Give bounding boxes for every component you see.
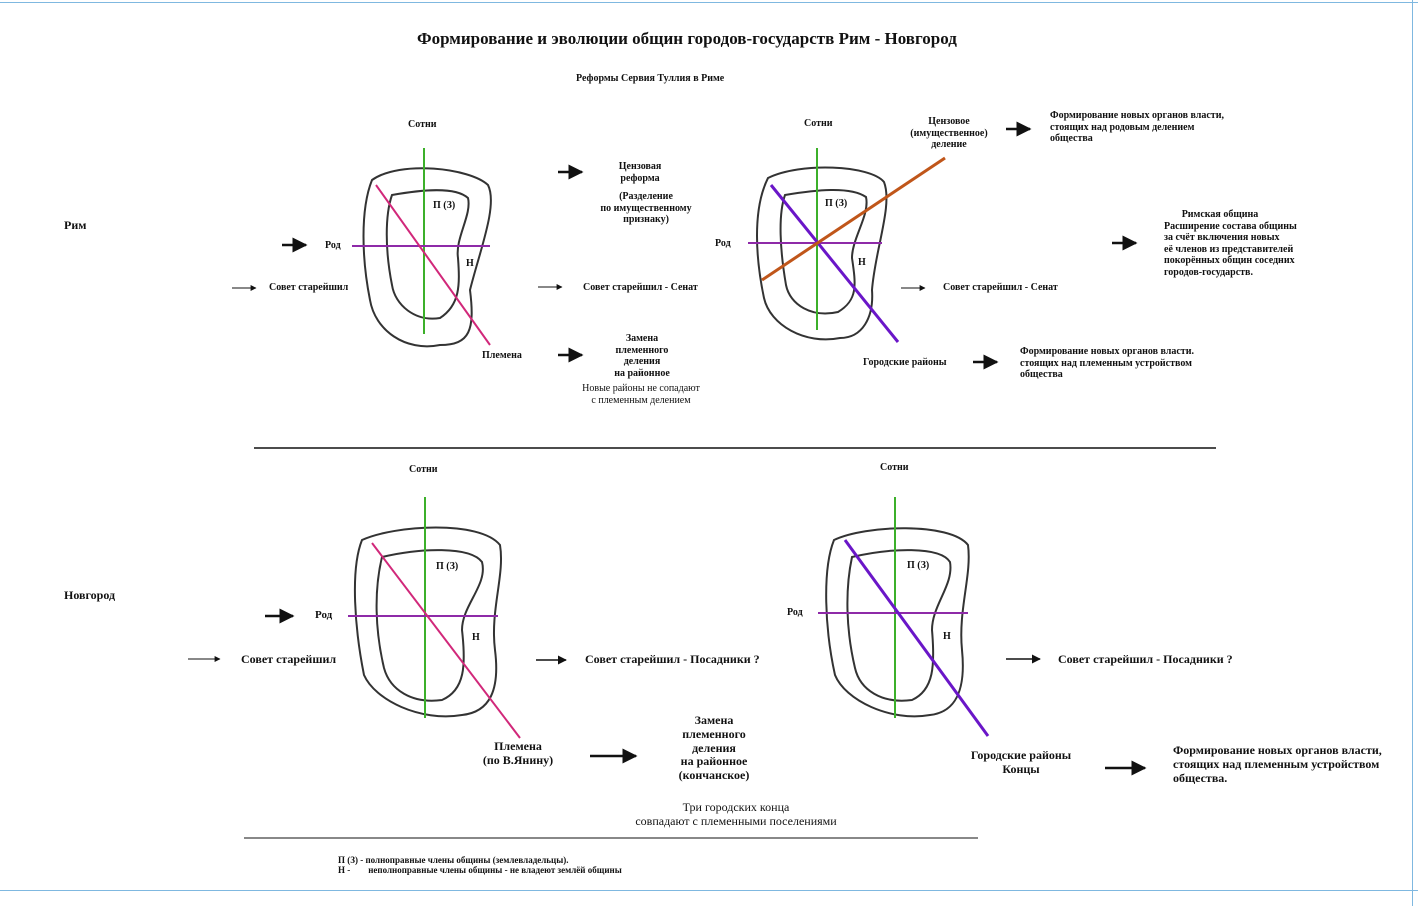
label-city-districts: Городские районы	[863, 357, 947, 368]
label-p-z-2: П (З)	[825, 198, 848, 209]
label-sotni-3: Сотни	[409, 464, 438, 475]
label-n-3: Н	[472, 632, 480, 643]
label-p-z-4: П (З)	[907, 560, 930, 571]
replacement-text: Замена племенного деления на районное	[614, 333, 670, 379]
label-council: Совет старейшил	[269, 282, 349, 293]
inner-boundary	[385, 189, 470, 320]
frame-top-line	[0, 2, 1418, 3]
label-council-posadniki-2: Совет старейшил - Посадники ?	[1058, 652, 1233, 666]
label-rod-3: Род	[315, 609, 333, 621]
city-label-rome: Рим	[64, 218, 87, 232]
outer-boundary	[362, 167, 492, 348]
legend-n: Н - неполноправные члены общины - не вла…	[338, 865, 622, 876]
roman-community-text: Римская община Расширение состава общины…	[1164, 209, 1297, 278]
new-bodies-text-1: Формирование новых органов власти, стоящ…	[1050, 110, 1224, 144]
inner-boundary	[779, 189, 868, 315]
novgorod-community-diagram-2	[818, 497, 990, 737]
label-p-z: П (З)	[433, 200, 456, 211]
label-sotni-2: Сотни	[804, 118, 833, 129]
label-n-2: Н	[858, 257, 866, 268]
legend-p: П (З) - полноправные члены общины (земле…	[338, 855, 569, 865]
label-sotni: Сотни	[408, 119, 437, 130]
new-bodies-text-novgorod: Формирование новых органов власти, стоящ…	[1173, 743, 1382, 785]
districts-line	[843, 539, 990, 737]
replacement-note: Новые районы не сопадают с племенным дел…	[582, 383, 700, 406]
plemena-line	[375, 184, 491, 346]
label-p-z-3: П (З)	[436, 561, 459, 572]
census-line	[761, 156, 946, 282]
census-division-text: Цензовое (имущественное) деление	[910, 116, 988, 150]
page-title: Формирование и эволюции общин городов-го…	[417, 29, 957, 48]
label-rod: Род	[325, 240, 341, 251]
city-label-novgorod: Новгород	[64, 588, 116, 602]
new-bodies-text-2: Формирование новых органов власти. стоящ…	[1020, 346, 1194, 380]
census-reform-note: (Разделение по имущественному признаку)	[600, 191, 692, 225]
outer-boundary	[353, 526, 502, 718]
frame-right-line	[1412, 0, 1413, 906]
label-n: Н	[466, 258, 474, 269]
plemena-line	[371, 542, 521, 739]
label-sotni-4: Сотни	[880, 462, 909, 473]
census-reform-text: Цензовая реформа	[618, 161, 662, 184]
label-rod-4: Род	[787, 607, 803, 618]
label-plemena-yanin: Племена (по В.Янину)	[482, 739, 554, 767]
label-council-senate-2: Совет старейшил - Сенат	[943, 282, 1058, 293]
outer-boundary	[756, 166, 888, 341]
rome-community-diagram-1	[352, 148, 492, 348]
frame-bottom-line	[0, 890, 1418, 891]
replacement-text-novgorod: Замена племенного деления на районное (к…	[678, 713, 750, 783]
rome-community-diagram-2	[748, 148, 946, 343]
label-council-3: Совет старейшил	[241, 652, 337, 666]
novgorod-community-diagram-1	[348, 497, 521, 739]
label-rod-2: Род	[715, 238, 731, 249]
districts-line	[769, 184, 900, 343]
page-subtitle: Реформы Сервия Туллия в Риме	[576, 73, 725, 84]
inner-boundary	[375, 549, 484, 702]
label-city-districts-ends: Городские районы Концы	[970, 748, 1072, 776]
inner-boundary	[846, 549, 952, 702]
label-council-senate: Совет старейшил - Сенат	[583, 282, 698, 293]
legend: П (З) - полноправные члены общины (земле…	[338, 855, 622, 876]
label-council-posadniki: Совет старейшил - Посадники ?	[585, 652, 760, 666]
label-plemena: Племена	[482, 350, 522, 361]
label-n-4: Н	[943, 631, 951, 642]
replacement-note-novgorod: Три городских конца совпадают с племенны…	[635, 800, 837, 828]
outer-boundary	[825, 527, 970, 718]
